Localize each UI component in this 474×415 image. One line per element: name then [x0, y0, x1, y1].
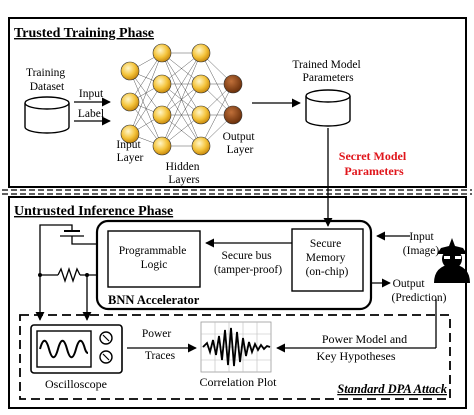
svg-text:Hidden Layers: Hidden Layers — [166, 161, 203, 186]
secure-memory-label-1: Secure — [310, 238, 341, 250]
output-neuron — [223, 74, 243, 94]
trusted-phase-panel: Trusted Training Phase Training Dataset … — [8, 17, 467, 188]
input-neuron — [120, 61, 140, 81]
correlation-plot-icon — [200, 321, 272, 373]
svg-text:Power Model and Key Hypo: Power Model and Key Hypotheses — [317, 332, 411, 363]
correlation-plot-label: Correlation Plot — [200, 375, 278, 389]
output-layer-label-2: Layer — [227, 144, 254, 156]
input-arrow-label: Input — [79, 88, 104, 100]
power-traces-label-1: Power — [142, 328, 172, 340]
input-neuron — [120, 92, 140, 112]
hidden-neuron — [191, 43, 211, 63]
input-layer-label-1: Input — [116, 139, 141, 151]
power-model-label-2: Key Hypotheses — [317, 349, 396, 363]
network-edge — [129, 83, 163, 135]
hidden-layers-label-1: Hidden — [166, 161, 200, 173]
trusted-phase-title: Trusted Training Phase — [14, 26, 154, 41]
oscilloscope-label: Oscilloscope — [45, 377, 107, 391]
secure-bus-label-2: (tamper-proof) — [214, 264, 282, 276]
svg-text:Output Layer: Output Layer — [223, 131, 258, 156]
secure-memory-label-2: Memory — [306, 252, 346, 264]
secret-params-label-1: Secret Model — [339, 149, 407, 163]
neural-network — [120, 43, 243, 156]
hidden-neuron — [152, 136, 172, 156]
secret-params-label: Secret Model Parameters — [339, 149, 409, 178]
bnn-accelerator-label: BNN Accelerator — [108, 293, 200, 307]
untrusted-phase-panel: Untrusted Inference Phase BNN Accelerato… — [8, 196, 470, 409]
hidden-neuron — [191, 74, 211, 94]
secure-memory-box — [291, 228, 364, 292]
network-edge — [161, 52, 202, 116]
output-prediction-label-2: (Prediction) — [392, 292, 447, 304]
input-image-label-2: (Image) — [403, 245, 440, 257]
dpa-attack-title: Standard DPA Attack — [337, 382, 447, 396]
network-edge — [161, 83, 202, 147]
svg-text:Power Traces: Power Traces — [142, 328, 176, 362]
hidden-neuron — [152, 74, 172, 94]
programmable-logic-box — [107, 230, 201, 288]
output-prediction-label-1: Output — [393, 278, 426, 290]
power-circuit — [35, 224, 97, 321]
secure-bus-label-1: Secure bus — [221, 250, 272, 262]
hidden-layers-label-2: Layers — [168, 174, 200, 186]
power-model-label-1: Power Model and — [322, 332, 407, 346]
svg-text:Secure bus (tamper-proof: Secure bus (tamper-proof) — [214, 250, 282, 276]
svg-text:Secure Memory (on-: Secure Memory (on-chip) — [306, 238, 349, 278]
power-traces-label-2: Traces — [145, 350, 176, 362]
input-layer-label-2: Layer — [117, 152, 144, 164]
network-connections — [129, 52, 234, 147]
network-edge — [129, 52, 163, 103]
programmable-logic-label-2: Logic — [141, 259, 168, 271]
training-dataset-cylinder — [24, 96, 70, 134]
label-arrow-label: Label — [78, 108, 104, 120]
trained-model-label-1: Trained Model — [292, 59, 360, 71]
model-parameters-cylinder — [305, 89, 351, 127]
output-layer-label-1: Output — [223, 131, 256, 143]
attacker-spy-icon — [434, 238, 470, 283]
input-neuron — [120, 124, 140, 144]
hidden-neuron — [191, 105, 211, 125]
svg-text:Programmable Logic: Programmable Logic — [119, 245, 190, 271]
svg-text:Input Layer: Input Layer — [116, 139, 143, 164]
training-dataset-label-2: Dataset — [30, 81, 65, 93]
secret-params-label-2: Parameters — [344, 164, 404, 178]
hidden-neuron — [152, 105, 172, 125]
secure-memory-label-3: (on-chip) — [306, 266, 349, 278]
network-edge — [129, 52, 163, 135]
output-neuron — [223, 105, 243, 125]
hidden-neuron — [191, 136, 211, 156]
training-dataset-label-1: Training — [26, 67, 65, 79]
svg-text:Output (Prediction): Output (Prediction) — [392, 278, 447, 304]
hidden-neuron — [152, 43, 172, 63]
untrusted-phase-title: Untrusted Inference Phase — [14, 204, 173, 219]
network-edge — [200, 83, 234, 147]
network-edge — [161, 52, 202, 147]
trained-model-label-2: Parameters — [302, 72, 354, 84]
dpa-attack-box — [19, 314, 451, 400]
svg-text:Input (Image): Input (Image) — [403, 231, 440, 257]
bnn-accelerator-box — [95, 219, 373, 311]
svg-text:Trained Model Parameters: Trained Model Parameters — [292, 59, 363, 84]
svg-text:Training Dataset: Training Dataset — [26, 67, 68, 93]
input-image-label-1: Input — [409, 231, 434, 243]
oscilloscope-icon — [30, 324, 123, 374]
programmable-logic-label-1: Programmable — [119, 245, 187, 257]
